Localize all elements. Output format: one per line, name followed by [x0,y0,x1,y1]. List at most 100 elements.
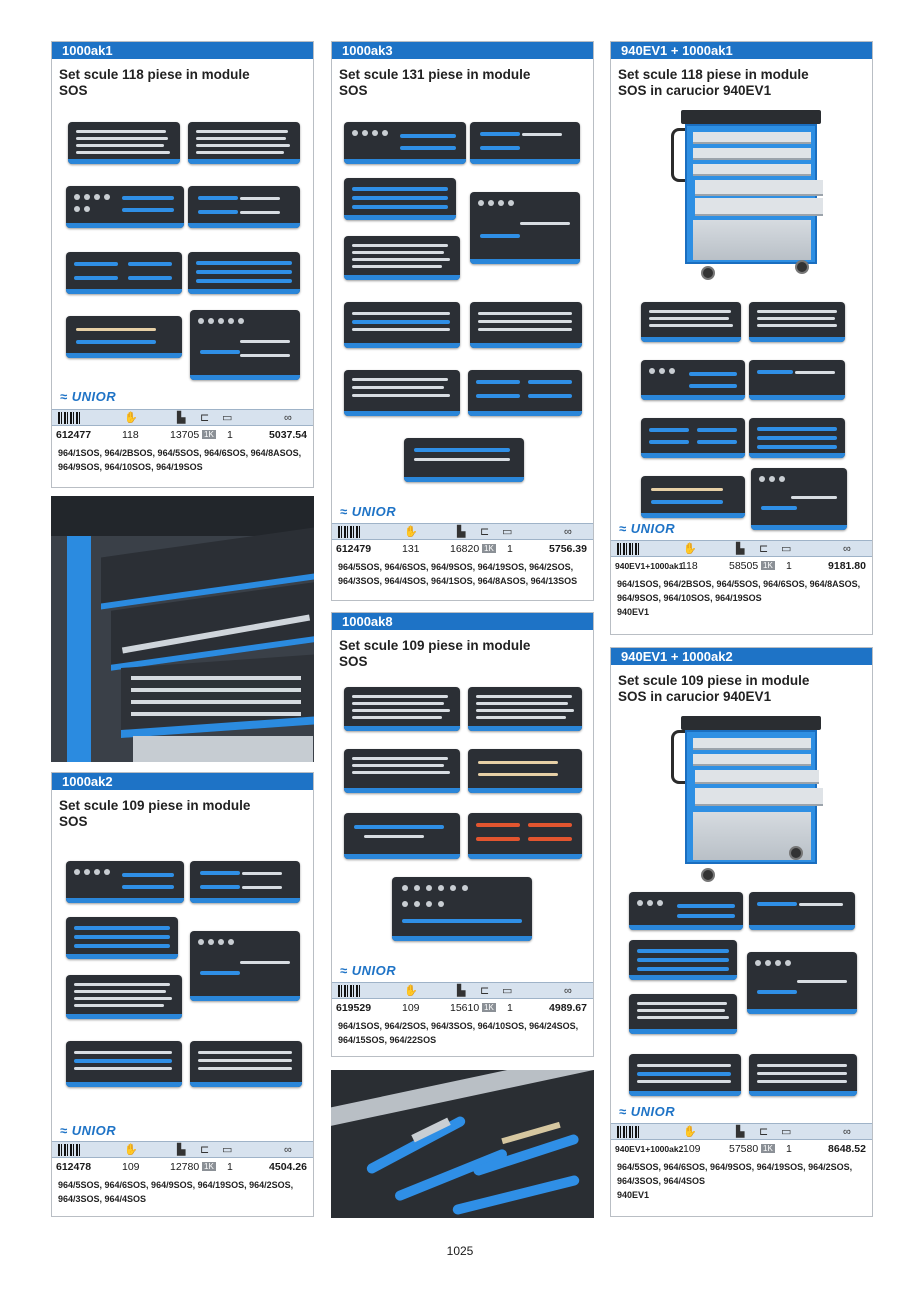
weight-value: 57580 [729,1143,759,1155]
pack-icon: ⊏ [200,1144,210,1156]
tool-cart-image [671,110,831,290]
spec-table: ✋ ▙ ⊏ ▭ ∞ 619529 109 15610 1K 1 4989.67 … [332,982,593,1047]
pack-icon: ⊏ [759,543,769,555]
barcode-icon [617,1126,641,1138]
card-header: 1000ak2 [52,773,313,790]
spec-values-row: 940EV1+1000ak1 118 58505 1K 1 9181.80 [611,557,872,575]
tray-hacksaw [344,813,460,859]
weight-value: 58505 [729,560,759,572]
tray-images [332,685,593,945]
barcode-icon [338,985,362,997]
spec-icons-row: ✋ ▙ ⊏ ▭ ∞ [611,1123,872,1140]
tray-wrenches [188,122,300,164]
product-card-1000ak1: 1000ak1 Set scule 118 piese in module SO… [51,41,314,488]
piece-count: 109 [402,1002,420,1014]
tray-pliers [66,252,182,294]
quantity-value: 1 [507,543,513,555]
tray-screwdrivers [66,917,178,959]
spec-icons-row: ✋ ▙ ⊏ ▭ ∞ [52,409,313,426]
tool-cart-image [671,716,831,888]
card-title: Set scule 131 piese in module SOS [339,67,531,98]
tray-socket-set [190,931,300,1001]
drawer-photo [51,496,314,762]
spec-values-row: 940EV1+1000ak2 109 57580 1K 1 8648.52 [611,1140,872,1158]
spec-icons-row: ✋ ▙ ⊏ ▭ ∞ [332,982,593,999]
tray-images [611,890,872,1100]
spec-values-row: 612477 118 13705 1K 1 5037.54 [52,426,313,444]
tray-socket-set [392,877,532,941]
piece-count: 118 [681,560,698,572]
unior-logo: ≈ UNIOR [60,1123,117,1138]
tray-cutters [468,813,582,859]
tray-wrenches [344,749,460,793]
tray-t-handles [404,438,524,482]
module-codes: 964/1SOS, 964/2BSOS, 964/5SOS, 964/6SOS,… [58,448,302,472]
tray-pliers [188,186,300,228]
tray-socket-set [751,468,847,530]
ruler-icon: ▭ [781,543,792,555]
tray-wrenches [344,370,460,416]
ruler-icon: ▭ [222,412,233,424]
module-codes: 964/5SOS, 964/6SOS, 964/9SOS, 964/19SOS,… [58,1180,294,1204]
weight-icon: ▙ [177,1144,186,1156]
weight-value: 15610 [450,1002,480,1014]
piece-count: 118 [122,429,139,441]
tray-offset-wrenches [749,1054,857,1096]
quantity-value: 1 [507,1002,513,1014]
weight-value: 12780 [170,1161,200,1173]
tray-offset-wrenches [629,1054,741,1096]
product-code: 619529 [336,1002,372,1014]
barcode-icon [338,526,362,538]
hand-icon: ✋ [124,412,138,424]
tray-images [611,300,872,530]
piece-count: 109 [122,1161,140,1173]
tray-sockets [629,892,743,930]
spec-values-row: 612479 131 16820 1K 1 5756.39 [332,540,593,558]
tray-pliers [749,892,855,930]
tray-pliers [641,418,745,458]
tray-pliers [749,360,845,400]
product-code: 612477 [56,429,92,441]
ruler-icon: ▭ [781,1126,792,1138]
tray-hammers [66,316,182,358]
spec-values-row: 612478 109 12780 1K 1 4504.26 [52,1158,313,1176]
module-codes: 964/5SOS, 964/6SOS, 964/9SOS, 964/19SOS,… [338,562,578,586]
tray-screwdrivers [749,418,845,458]
product-card-940ev1-1000ak1: 940EV1 + 1000ak1 Set scule 118 piese in … [610,41,873,635]
tray-sockets [66,861,184,903]
spec-icons-row: ✋ ▙ ⊏ ▭ ∞ [332,523,593,540]
rolls-icon: ∞ [564,985,572,997]
spec-table: ✋ ▙ ⊏ ▭ ∞ 612478 109 12780 1K 1 4504.26 … [52,1141,313,1206]
card-title: Set scule 109 piese in module SOS in car… [618,673,810,704]
weight-value: 13705 [170,429,200,441]
spec-table: ✋ ▙ ⊏ ▭ ∞ 940EV1+1000ak2 109 57580 1K 1 … [611,1123,872,1202]
pack-badge: 1K [202,1162,216,1171]
card-title: Set scule 109 piese in module SOS [59,798,251,829]
pack-icon: ⊏ [200,412,210,424]
tray-screwdrivers [188,252,300,294]
tray-images [52,859,313,1091]
tray-wrenches [66,975,182,1019]
tray-pliers [468,370,582,416]
card-header: 940EV1 + 1000ak2 [611,648,872,665]
tray-offset-wrenches [344,302,460,348]
weight-icon: ▙ [177,412,186,424]
quantity-value: 1 [786,560,792,572]
product-code: 940EV1+1000ak1 [615,561,684,571]
tray-wrenches [641,302,741,342]
card-title: Set scule 118 piese in module SOS in car… [618,67,809,98]
ruler-icon: ▭ [502,526,513,538]
card-header: 940EV1 + 1000ak1 [611,42,872,59]
unior-logo: ≈ UNIOR [340,963,397,978]
quantity-value: 1 [227,1161,233,1173]
tray-images [332,120,593,490]
quantity-value: 1 [227,429,233,441]
module-codes: 964/1SOS, 964/2SOS, 964/3SOS, 964/10SOS,… [338,1021,579,1045]
price-value: 4989.67 [549,1002,587,1014]
hand-icon: ✋ [124,1144,138,1156]
tray-images [52,120,313,382]
tray-hammers [641,476,745,518]
card-header: 1000ak3 [332,42,593,59]
tray-pliers [190,861,300,903]
rolls-icon: ∞ [843,1126,851,1138]
